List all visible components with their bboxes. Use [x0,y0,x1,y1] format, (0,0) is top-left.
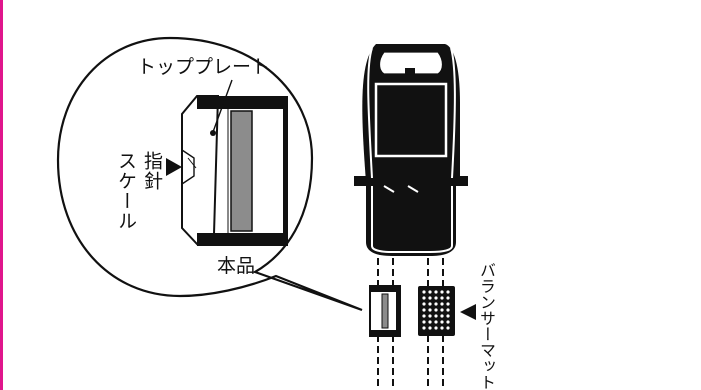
scale-label: スケール [115,151,137,231]
car-rear-body [366,182,456,256]
balancer-mat-label: バランサーマット [477,262,496,390]
top-plate-leader-line [212,79,233,133]
main-unit-top-plate [197,96,287,109]
main-unit-bottom-plate [197,233,287,246]
car-hood [378,51,444,75]
car-rear-wipers [383,185,419,193]
balancer-mat-arrow-icon [460,304,476,320]
car-roof-emblem [405,68,415,74]
pointer-arrow-icon [166,158,182,176]
main-unit-label: 本品 [217,255,256,277]
car-rear-outline [371,186,453,253]
main-unit-small [369,285,401,337]
car-mirror-left [354,176,368,186]
main-unit-gray-plate [230,110,253,232]
main-unit-closeup [181,79,288,246]
scale-tick-notch [181,149,195,185]
car-front-outline [367,47,456,179]
top-plate-leader-dot [210,130,216,136]
pointer-line [187,157,197,169]
left-edge-accent-bar [0,0,3,390]
top-plate-label: トッププレート [137,56,271,78]
pointer-label: 指針 [141,151,163,191]
main-unit-right-bar [283,96,288,246]
balancer-mat-small [418,286,455,336]
car-mirror-right [454,176,468,186]
car-roof [374,82,448,158]
main-unit-left-frame [181,95,220,246]
car-top-view [354,44,468,256]
